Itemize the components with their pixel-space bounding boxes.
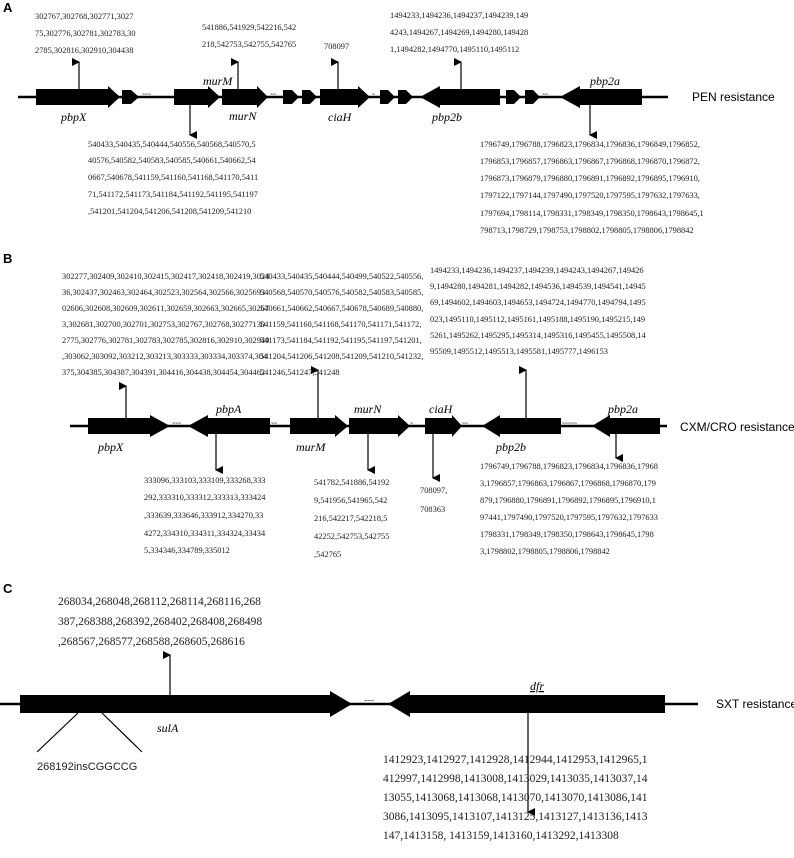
gene-label-murm: murM (296, 440, 326, 454)
gene-label-dfr: dfr (530, 679, 544, 693)
position-list: 268034,268048,268112,268114,268116,268 3… (58, 596, 265, 648)
panel-a: A ˜˜˜ ˜˜ ˜ ˜˜ pbpX murM murN ciaH pbp2b … (3, 0, 775, 235)
position-list: 708097, 708363 (420, 486, 449, 514)
gap-mark: ˜˜ (271, 421, 277, 431)
panel-c-label: C (3, 581, 13, 596)
gene-label-murn: murN (354, 402, 382, 416)
gene-arrow-small (283, 90, 299, 104)
panel-a-label: A (3, 0, 13, 15)
gene-arrow-pbp2a (560, 86, 642, 108)
position-list: 1494233,1494236,1494237,1494239,149 4243… (390, 11, 530, 54)
gene-label-pbpx: pbpX (60, 110, 87, 124)
gene-arrow-small (506, 90, 521, 104)
gene-label-sula: sulA (157, 721, 179, 735)
position-list: 1412923,1412927,1412928,1412944,1412953,… (383, 754, 650, 842)
gene-label-pbp2a: pbp2a (589, 74, 620, 88)
gene-arrow-pbp2b (482, 415, 561, 437)
gene-arrow-small (525, 90, 540, 104)
gene-arrow-murn (222, 86, 268, 108)
panel-b-label: B (3, 251, 12, 266)
gap-mark: ˜˜˜˜˜ (562, 421, 577, 431)
insertion-wedge-line (36, 712, 79, 753)
gene-label-ciah: ciaH (328, 110, 353, 124)
gene-arrow-dfr (388, 691, 665, 717)
gene-arrow-pbpx (36, 86, 120, 108)
gene-label-pbp2a: pbp2a (607, 402, 638, 416)
position-list: 540433,540435,540444,540499,540522,54055… (260, 272, 425, 377)
gene-arrow-small (122, 90, 139, 104)
position-list: 302277,302409,302410,302415,302417,30241… (62, 272, 271, 377)
gene-arrow-small (398, 90, 413, 104)
gene-arrow-pbp2b (420, 86, 500, 108)
gene-label-murm: murM (203, 74, 233, 88)
resistance-label-c: SXT resistance (716, 697, 794, 711)
gene-label-ciah: ciaH (429, 402, 454, 416)
position-list: 1796749,1796788,1796823,1796834,1796836,… (480, 462, 660, 556)
resistance-label-a: PEN resistance (692, 90, 775, 104)
gene-label-pbp2b: pbp2b (495, 440, 526, 454)
gene-arrow-pbpa (188, 415, 270, 437)
gene-arrow-small (302, 90, 317, 104)
insertion-wedge-line (101, 712, 143, 753)
position-list: 708097 (324, 42, 349, 51)
gap-mark: ˜˜˜ (142, 92, 151, 102)
position-list: 1494233,1494236,1494237,1494239,1494243,… (430, 266, 648, 356)
gene-label-pbp2b: pbp2b (431, 110, 462, 124)
gap-mark: ˜ (372, 92, 375, 102)
gene-arrow-ciah (425, 415, 462, 437)
gene-arrow-small (380, 90, 395, 104)
gene-arrow-sula (20, 691, 352, 717)
gene-label-pbpx: pbpX (97, 440, 124, 454)
gap-mark: ˜˜˜ (172, 421, 181, 431)
gap-mark: ˜˜ (542, 92, 548, 102)
gene-arrow-murn (349, 415, 410, 437)
position-list: 540433,540435,540444,540556,540568,54057… (88, 140, 260, 216)
panel-c: C ˜˜˜ sulA dfr SXT resistance 268192insC… (0, 581, 794, 842)
gap-mark: ˜˜ (270, 92, 276, 102)
gene-arrow-pbp2a (592, 415, 660, 437)
position-list: 333096,333103,333109,333268,333 292,3333… (144, 476, 268, 555)
position-list: 1796749,1796788,1796823,1796834,1796836,… (480, 140, 706, 235)
insertion-label: 268192insCGGCCG (37, 761, 137, 773)
position-list: 302767,302768,302771,3027 75,302776,3027… (35, 12, 138, 55)
gap-mark: ˜ (410, 421, 413, 431)
resistance-label-b: CXM/CRO resistance (680, 420, 794, 434)
position-list: 541782,541886,54192 9,541956,541965,542 … (314, 478, 391, 559)
gene-label-murn: murN (229, 109, 257, 123)
gene-arrow-murm (290, 415, 348, 437)
gene-arrow-ciah (320, 86, 370, 108)
gene-arrow-pbpx (88, 415, 170, 437)
gap-mark: ˜˜˜ (364, 699, 375, 710)
gene-arrow-murm (174, 86, 220, 108)
gap-mark: ˜˜ (462, 421, 468, 431)
position-list: 541886,541929,542216,542 218,542753,5427… (202, 23, 298, 49)
gene-label-pbpa: pbpA (215, 402, 242, 416)
panel-b: B ˜˜˜ ˜˜ ˜ ˜˜ ˜˜˜˜˜ pbpX pbpA murM murN … (3, 251, 794, 559)
